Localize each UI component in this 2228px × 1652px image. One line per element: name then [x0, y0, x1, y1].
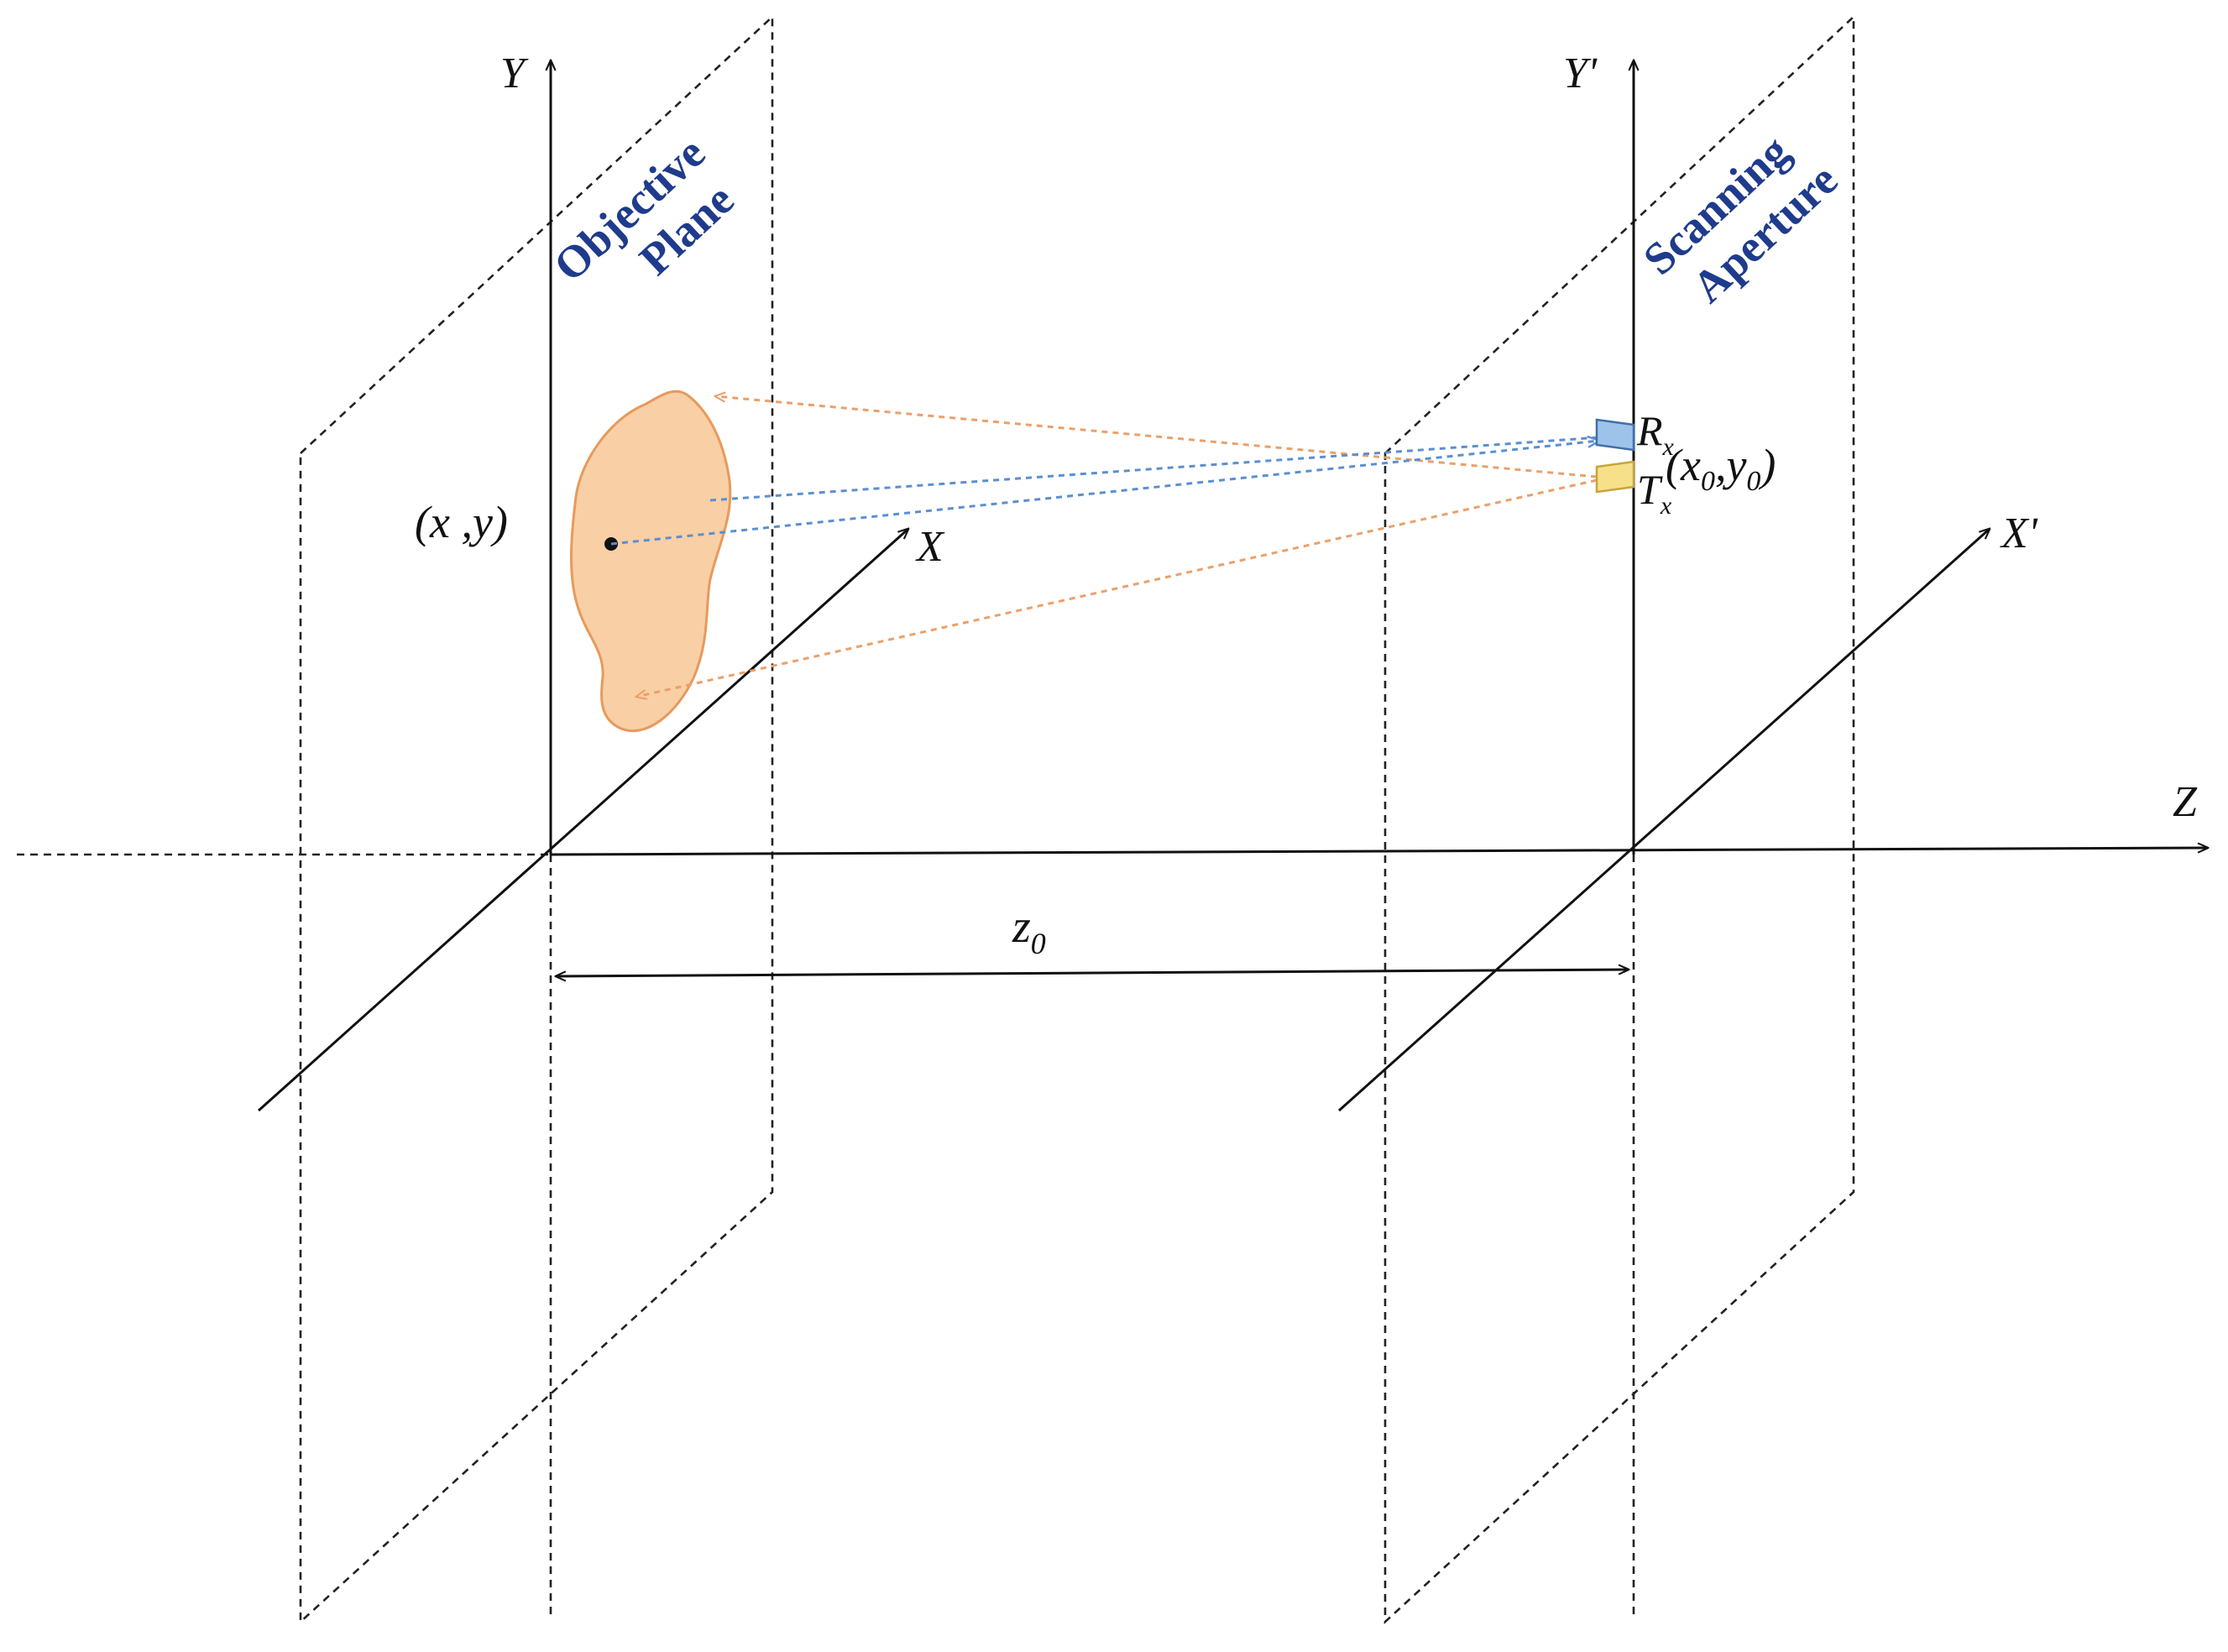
z-axis-label: Z [2173, 778, 2198, 826]
target-point-label: (x ,y) [415, 497, 508, 547]
blue-ray-lower [610, 441, 1599, 546]
x-prime-axis [1338, 529, 1990, 1112]
scanning-aperture-plane [1383, 14, 1855, 1624]
x-prime-axis-label: X' [2000, 510, 2038, 557]
objective-plane-title: Objective Plane [544, 128, 743, 291]
blue-ray-upper [709, 436, 1600, 502]
x-axis [257, 529, 908, 1112]
z-axis [550, 848, 2208, 856]
aperture-point-label: (x0,y0) [1666, 440, 1776, 497]
distance-arrow [556, 970, 1629, 976]
aperture-plane-title: Scanning Aperture [1634, 126, 1847, 312]
receiver-marker [1595, 418, 1635, 452]
x-axis-label: X [915, 523, 945, 571]
y-prime-axis-label: Y' [1563, 50, 1598, 97]
objective-plane [299, 14, 774, 1624]
distance-label: z0 [1012, 901, 1046, 960]
rx-label: Rx [1636, 407, 1675, 461]
transmitter-marker [1595, 460, 1635, 494]
target-object-shape [570, 389, 732, 733]
orange-ray-lower [636, 478, 1598, 697]
orange-ray-upper [715, 396, 1598, 478]
y-axis-label: Y [500, 50, 529, 97]
tx-label: Tx [1637, 466, 1672, 520]
